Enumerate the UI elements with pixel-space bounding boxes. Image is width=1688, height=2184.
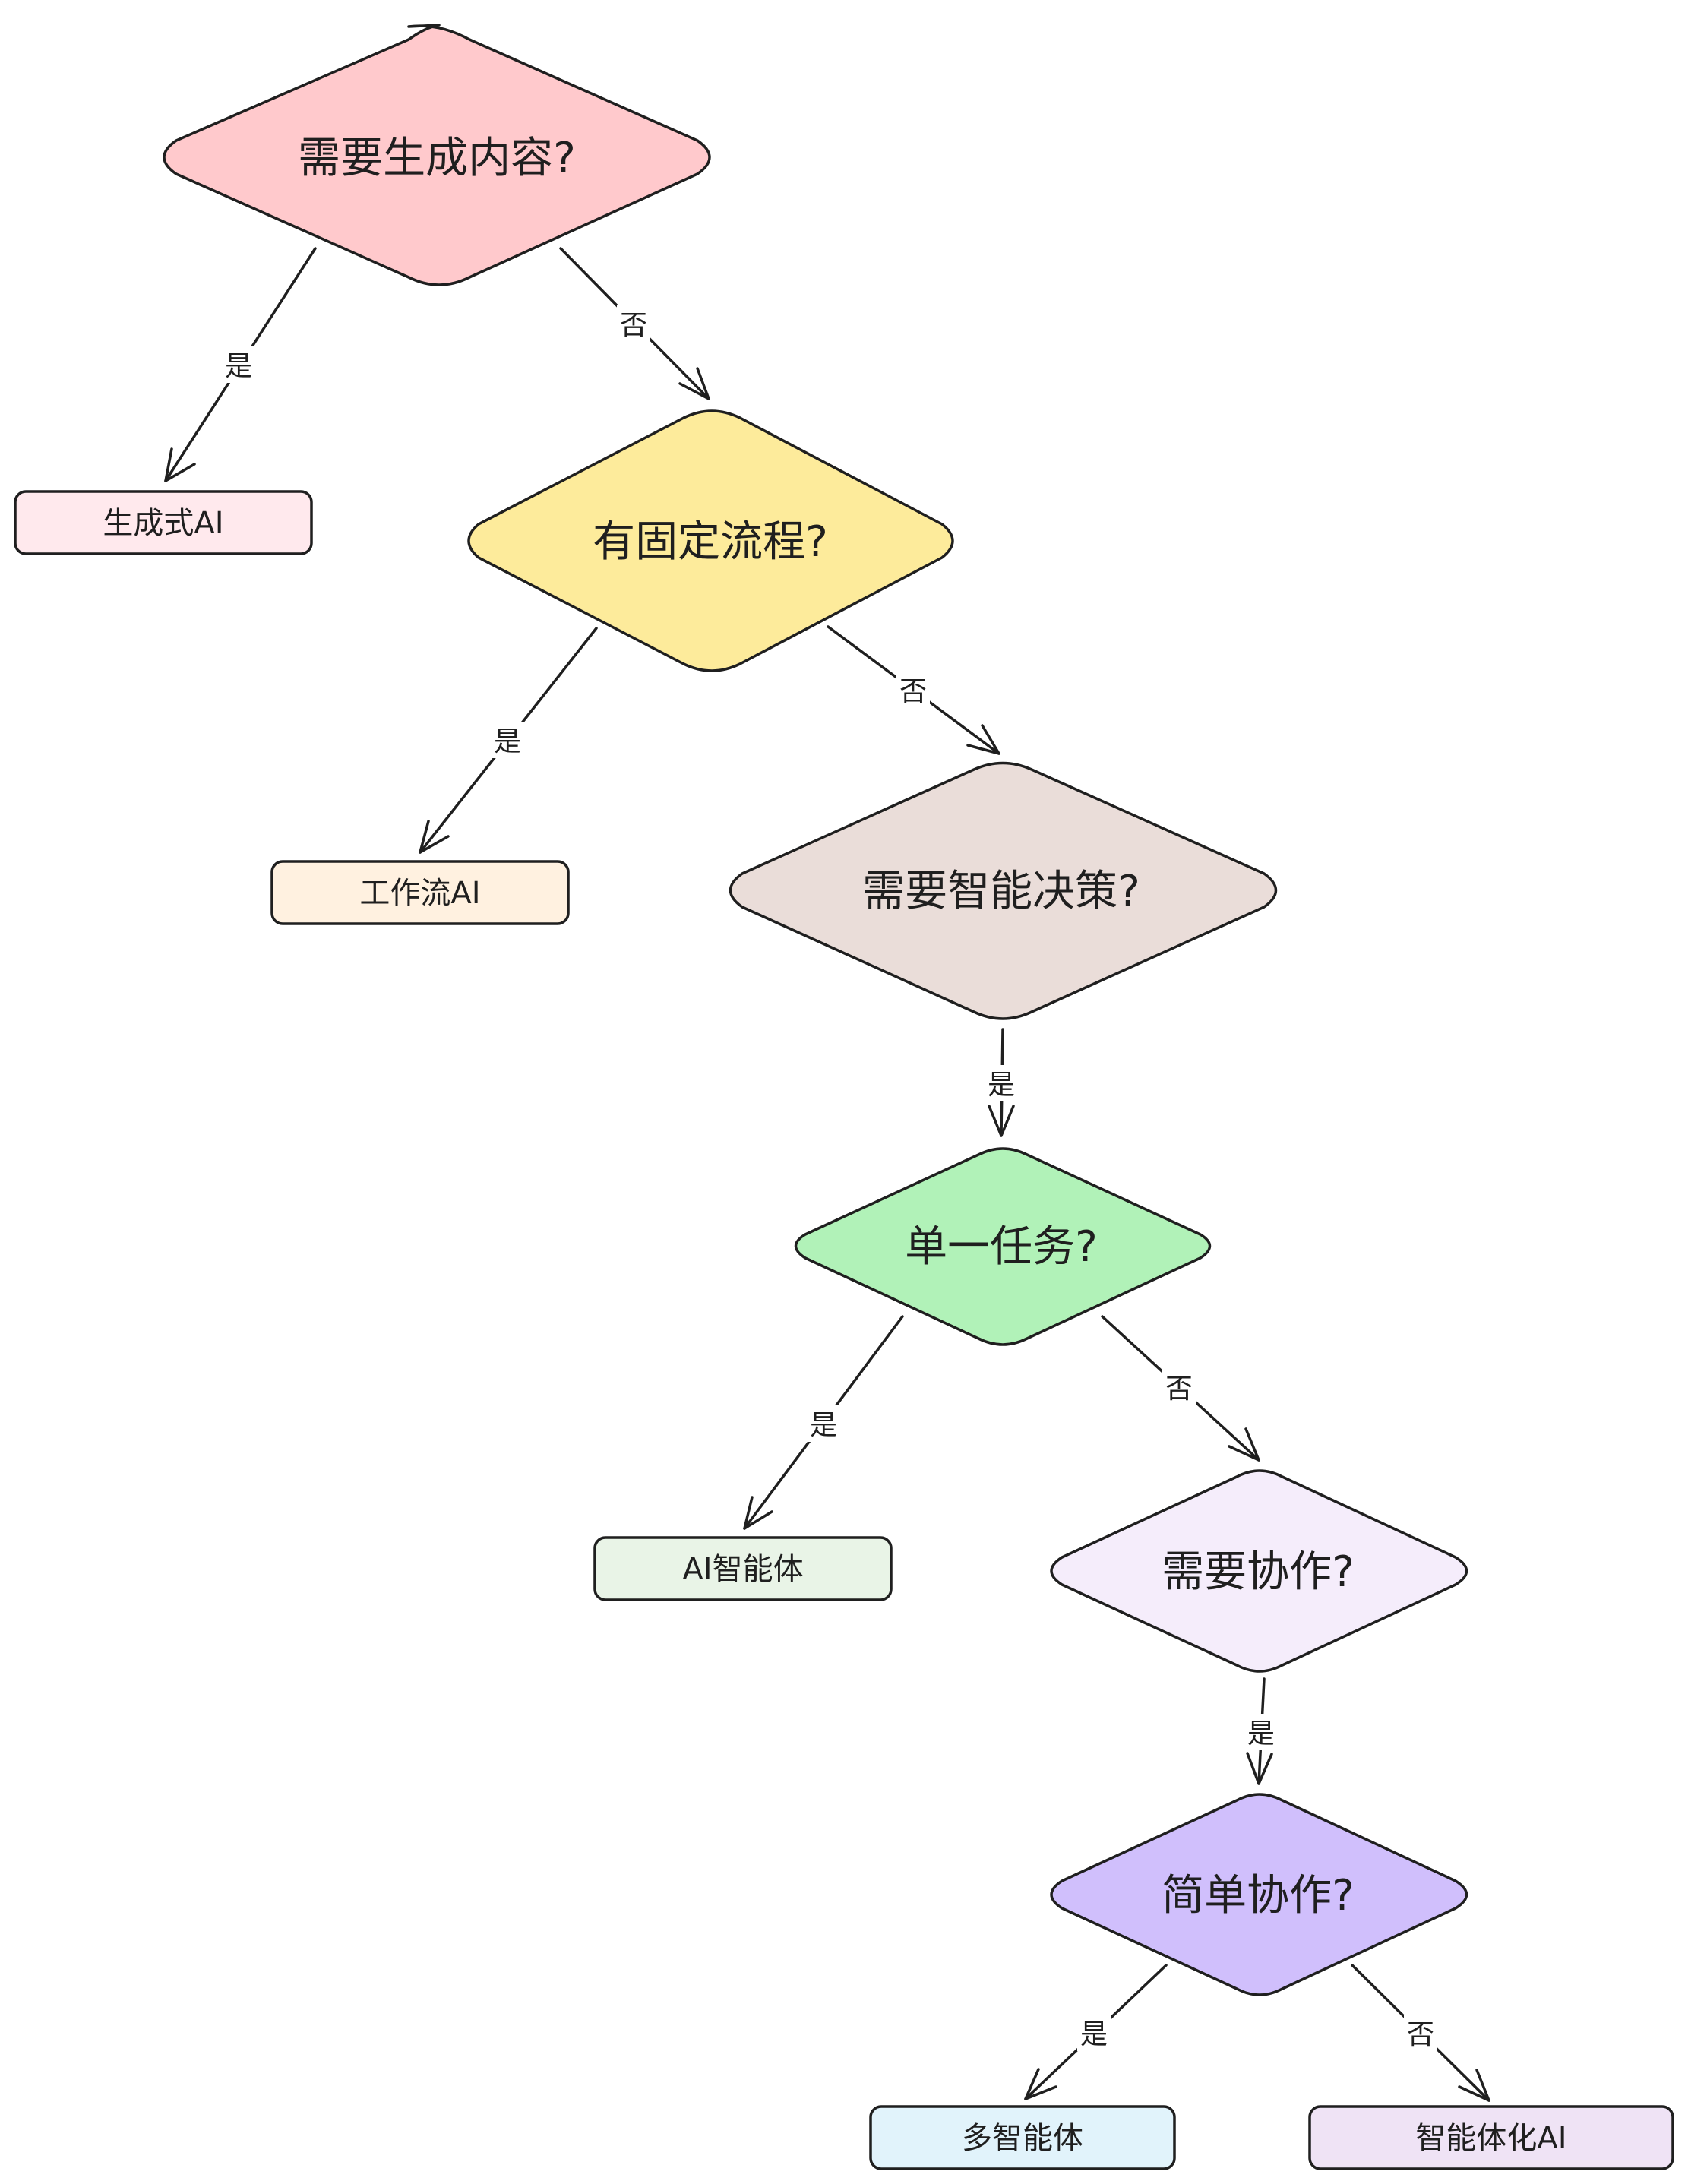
edge-label-no: 否 (1407, 2019, 1434, 2050)
edge-smart-decision-to-single-task: 是 (985, 1028, 1018, 1137)
edge-label-yes: 是 (1080, 2019, 1108, 2050)
result-box (14, 490, 313, 555)
decision-need-collab: 需要协作? (1050, 1469, 1468, 1673)
decision-label: 需要生成内容? (298, 134, 576, 183)
result-box (869, 2105, 1176, 2170)
edge-label-yes: 是 (494, 726, 521, 757)
decision-label: 简单协作? (1162, 1871, 1355, 1920)
decision-label: 有固定流程? (593, 517, 828, 567)
edge-single-task-to-ai-agent: 是 (743, 1315, 904, 1530)
diamond-shape (794, 1147, 1212, 1346)
edge-label-no: 否 (899, 676, 927, 707)
diamond-shape (163, 24, 711, 286)
edge-need-collab-to-simple-collab: 是 (1244, 1677, 1278, 1785)
edge-fixed-flow-to-smart-decision: 否 (827, 625, 1000, 755)
edge-need-content-to-gen-ai: 是 (164, 247, 317, 482)
edge-fixed-flow-to-workflow-ai: 是 (419, 627, 598, 854)
result-workflow-ai: 工作流AI (270, 860, 570, 925)
decision-smart-decision: 需要智能决策? (729, 761, 1278, 1020)
edge-need-content-to-fixed-flow: 否 (559, 247, 710, 400)
result-label: AI智能体 (682, 1552, 803, 1587)
diamond-shape (467, 409, 954, 672)
decision-label: 需要智能决策? (862, 867, 1140, 916)
edge-simple-collab-to-agentic-ai: 否 (1351, 1964, 1490, 2102)
decision-label: 单一任务? (905, 1222, 1098, 1272)
edge-label-yes: 是 (225, 351, 252, 382)
edge-label-yes: 是 (1247, 1718, 1275, 1749)
result-gen-ai: 生成式AI (14, 490, 313, 555)
edge-label-no: 否 (620, 310, 647, 341)
diamond-shape (729, 761, 1278, 1020)
result-label: 生成式AI (103, 506, 223, 541)
edge-label-yes: 是 (810, 1410, 837, 1441)
diamond-shape (1050, 1793, 1468, 1996)
edge-simple-collab-to-multi-agent: 是 (1024, 1964, 1168, 2100)
result-label: 智能体化AI (1415, 2121, 1566, 2156)
decision-single-task: 单一任务? (794, 1147, 1212, 1346)
edge-label-yes: 是 (988, 1070, 1015, 1101)
decision-fixed-flow: 有固定流程? (467, 409, 954, 672)
result-label: 工作流AI (359, 876, 480, 911)
result-multi-agent: 多智能体 (869, 2105, 1176, 2170)
result-agentic-ai: 智能体化AI (1308, 2105, 1674, 2170)
result-box (1308, 2105, 1674, 2170)
result-box (270, 860, 570, 925)
result-ai-agent: AI智能体 (593, 1536, 893, 1601)
decision-simple-collab: 简单协作? (1050, 1793, 1468, 1996)
decision-need-content: 需要生成内容? (163, 24, 711, 286)
result-label: 多智能体 (962, 2121, 1083, 2156)
diamond-shape (1050, 1469, 1468, 1673)
edge-single-task-to-need-collab: 否 (1101, 1315, 1260, 1462)
result-box (593, 1536, 893, 1601)
decision-label: 需要协作? (1162, 1547, 1355, 1597)
edge-label-no: 否 (1165, 1373, 1193, 1405)
